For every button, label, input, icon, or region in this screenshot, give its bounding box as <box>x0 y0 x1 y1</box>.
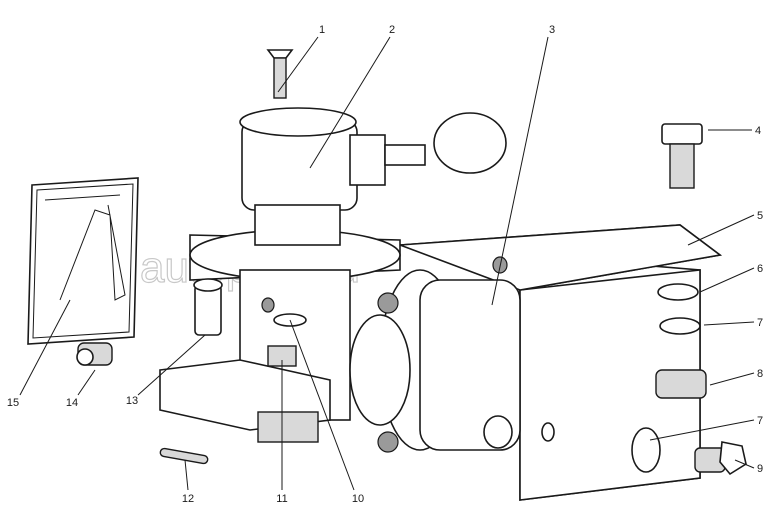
callout-label: 1 <box>319 24 325 36</box>
callout-label: 13 <box>126 395 138 407</box>
leader-line <box>277 36 319 93</box>
spring-washer <box>659 317 701 335</box>
leader-line <box>649 419 755 441</box>
pin-13 <box>193 278 223 336</box>
spring-washer-2 <box>631 427 661 473</box>
callout-label: 4 <box>755 125 761 137</box>
callout-label: 10 <box>352 493 364 505</box>
callout-label: 9 <box>757 463 763 475</box>
leader-line <box>137 334 206 396</box>
nut <box>655 369 707 399</box>
grease-fitting <box>76 342 113 366</box>
callout-label: 3 <box>549 24 555 36</box>
leader-line <box>703 321 755 326</box>
callout-label: 5 <box>757 210 763 222</box>
callout-label: 8 <box>757 368 763 380</box>
callout-label: 7 <box>757 317 763 329</box>
leader-line <box>289 319 355 491</box>
callout-label: 7 <box>757 415 763 427</box>
screw <box>266 49 294 99</box>
callout-label: 12 <box>182 493 194 505</box>
leader-line <box>699 267 755 293</box>
instruction-plate <box>27 177 139 345</box>
leader-line <box>309 36 391 169</box>
plug <box>694 441 747 476</box>
leader-line <box>734 459 755 469</box>
leader-line <box>709 372 755 386</box>
callout-label: 11 <box>276 493 287 505</box>
bolt <box>661 123 703 189</box>
washer <box>657 283 699 301</box>
callout-label: 6 <box>757 263 763 275</box>
leader-line <box>687 214 755 246</box>
callout-label: 14 <box>66 397 78 409</box>
leader-line <box>77 369 96 396</box>
leader-line <box>184 459 189 491</box>
leader-line <box>19 299 71 396</box>
callout-label: 2 <box>389 24 395 36</box>
callout-label: 15 <box>7 397 19 409</box>
leader-line <box>491 36 549 306</box>
solenoid <box>239 107 507 246</box>
cotter-pin <box>159 447 209 465</box>
